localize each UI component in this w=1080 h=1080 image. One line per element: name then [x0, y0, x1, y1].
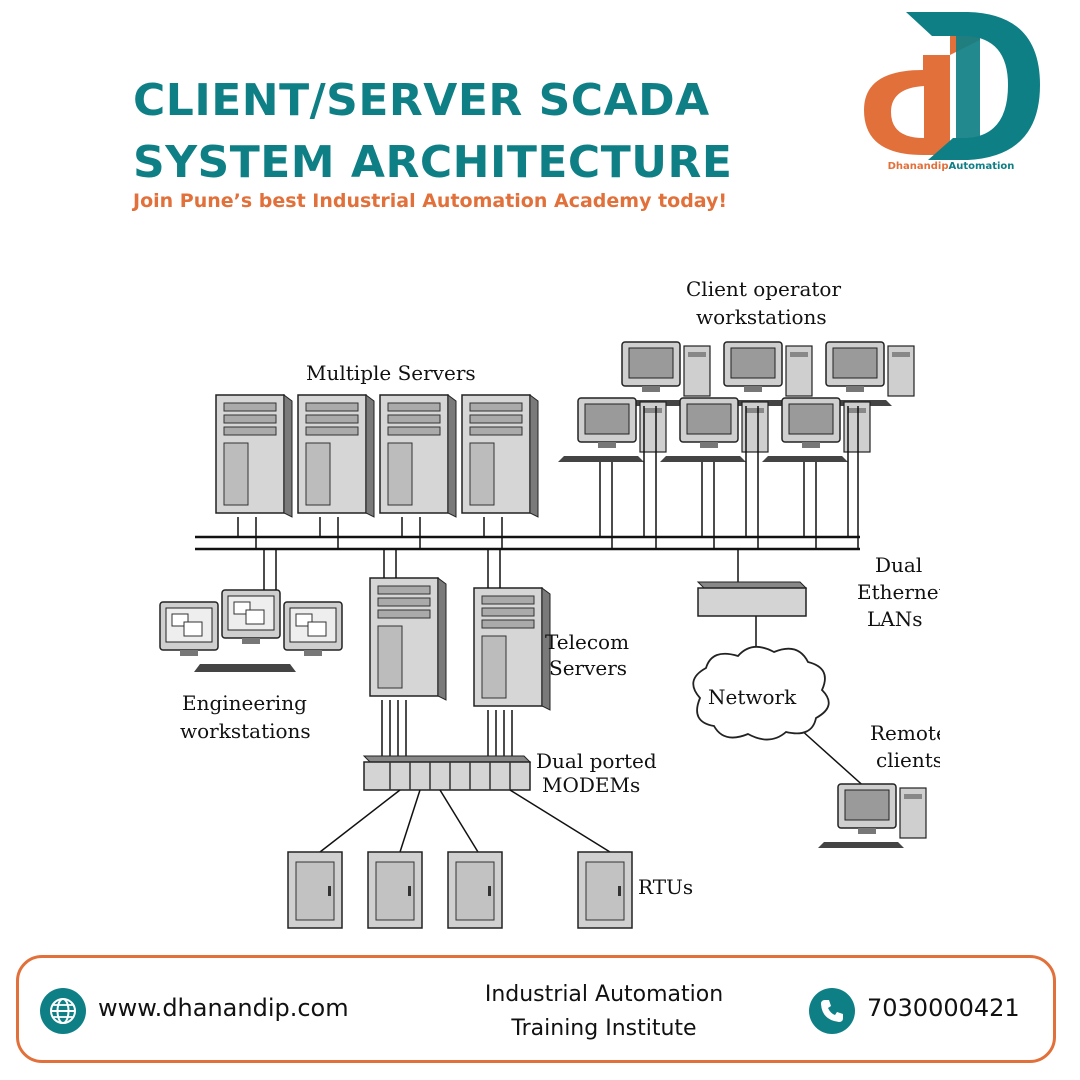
engineering-label-line1: Engineering: [182, 691, 307, 715]
engineering-workstation: [283, 601, 343, 657]
contact-footer: www.dhanandip.com Industrial Automation …: [16, 955, 1056, 1063]
phone-icon: [809, 988, 855, 1034]
client-label-line2: workstations: [696, 305, 827, 329]
rtu: [287, 851, 343, 929]
client-workstation: [761, 397, 871, 463]
remote-label-line1: Remote: [870, 721, 940, 745]
institute-tagline: Industrial Automation Training Institute: [429, 978, 779, 1046]
telecom-label-line2: Servers: [549, 656, 627, 680]
server-2: [297, 394, 375, 518]
client-workstation: [557, 397, 667, 463]
client-workstation: [659, 397, 769, 463]
router: [696, 581, 808, 617]
dual-label-line3: LANs: [867, 607, 923, 631]
telecom-server-1: [369, 577, 447, 701]
logo-text: DhanandipAutomation: [866, 161, 1036, 172]
engineering-workstation: [159, 601, 219, 657]
dual-label-line2: Ethernet: [857, 580, 940, 604]
dhanandip-logo: [864, 12, 1040, 160]
server-4: [461, 394, 539, 518]
logo-text-part1: Dhanandip: [887, 161, 949, 172]
title-line-2: SYSTEM ARCHITECTURE: [133, 137, 733, 188]
page-title: CLIENT/SERVER SCADA SYSTEM ARCHITECTURE: [133, 70, 732, 194]
website-link[interactable]: www.dhanandip.com: [98, 994, 349, 1022]
subtitle: Join Pune’s best Industrial Automation A…: [133, 190, 728, 212]
client-workstation: [601, 341, 711, 407]
remote-client: [817, 783, 927, 849]
network-label: Network: [708, 685, 797, 709]
dual-label-line1: Dual: [875, 553, 922, 577]
phone-number[interactable]: 7030000421: [867, 994, 1020, 1022]
institute-line-2: Training Institute: [511, 1016, 697, 1041]
rtu: [367, 851, 423, 929]
title-line-1: CLIENT/SERVER SCADA: [133, 75, 710, 126]
scada-architecture-diagram: Client operator workstations Multiple Se…: [159, 277, 940, 929]
modem-label-line2: MODEMs: [542, 773, 640, 797]
telecom-label-line1: Telecom: [545, 630, 629, 654]
rtus-label: RTUs: [638, 875, 693, 899]
dual-ported-modems: [362, 755, 532, 791]
client-workstation: [703, 341, 813, 407]
rtu: [447, 851, 503, 929]
telecom-server-2: [473, 587, 551, 711]
client-label-line1: Client operator: [686, 277, 841, 301]
remote-label-line2: clients: [876, 748, 940, 772]
server-1: [215, 394, 293, 518]
modem-label-line1: Dual ported: [536, 749, 657, 773]
engineering-label-line2: workstations: [180, 719, 311, 743]
logo-text-part2: Automation: [948, 161, 1015, 172]
engineering-workstation: [221, 589, 281, 645]
network-cloud: [692, 646, 830, 741]
server-3: [379, 394, 457, 518]
institute-line-1: Industrial Automation: [484, 982, 724, 1007]
client-workstation: [805, 341, 915, 407]
multiple-servers-label: Multiple Servers: [306, 361, 476, 385]
rtu: [577, 851, 633, 929]
globe-icon: [40, 988, 86, 1034]
